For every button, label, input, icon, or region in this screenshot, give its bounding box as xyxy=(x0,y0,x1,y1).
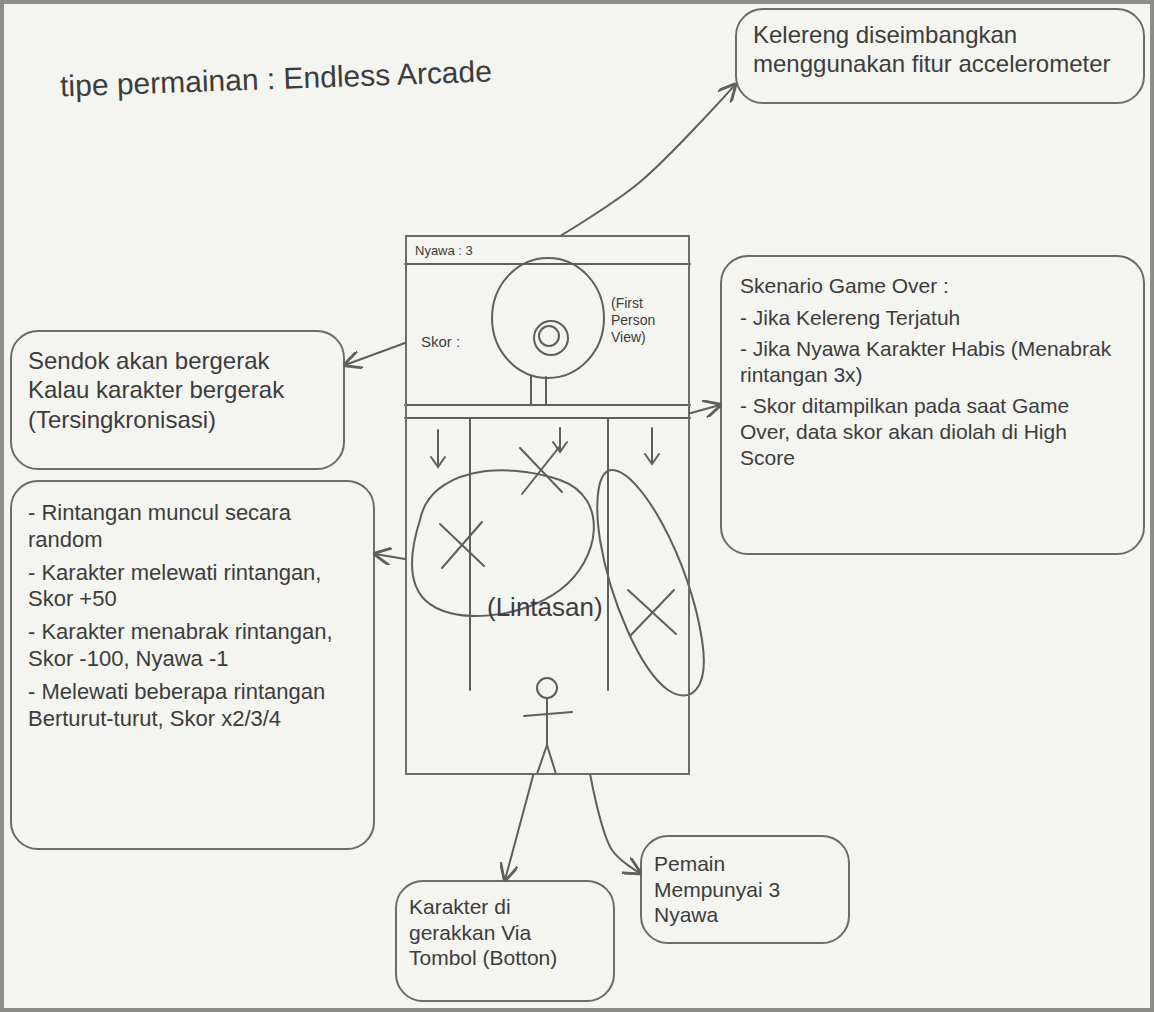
callout-text: - Rintangan muncul secara random xyxy=(28,500,357,554)
marble xyxy=(534,321,568,355)
lane-arrow xyxy=(431,430,445,467)
hud-lives: Nyawa : 3 xyxy=(415,243,535,259)
callout-arrow xyxy=(590,775,640,873)
lane-arrow xyxy=(553,428,567,452)
callout-text: Sendok akan bergerak Kalau karakter berg… xyxy=(28,346,327,434)
character-arms xyxy=(524,712,572,716)
spoon-handle xyxy=(545,377,547,405)
callout-item: - Melewati beberapa rintangan Berturut-t… xyxy=(28,679,357,733)
hud-score: Skor : xyxy=(421,333,501,351)
callout-arrow xyxy=(345,343,405,365)
track-outline xyxy=(597,470,703,696)
callout-item: - Karakter melewati rintangan, Skor +50 xyxy=(28,560,357,614)
view-note: (First Person View) xyxy=(611,295,683,346)
callout-arrow xyxy=(690,405,720,413)
callout-box: Pemain Mempunyai 3 Nyawa xyxy=(640,835,850,944)
callout-arrow xyxy=(375,554,405,559)
spoon-handle xyxy=(530,376,532,405)
character-leg xyxy=(537,745,547,774)
character-leg xyxy=(547,745,556,774)
view-divider xyxy=(405,404,690,406)
callout-item: - Jika Nyawa Karakter Habis (Menabrak ri… xyxy=(740,336,1125,387)
callout-box: Skenario Game Over : - Jika Kelereng Terj… xyxy=(720,255,1145,555)
obstacle-mark xyxy=(440,522,484,568)
obstacle-mark xyxy=(520,446,562,494)
spoon-head xyxy=(492,258,604,378)
callout-text: Kelereng diseimbangkan menggunakan fitur… xyxy=(753,20,1127,79)
callout-box: Kelereng diseimbangkan menggunakan fitur… xyxy=(735,8,1145,104)
callout-box: Karakter di gerakkan Via Tombol (Botton) xyxy=(395,880,615,1002)
diagram-title: tipe permainan : Endless Arcade xyxy=(60,54,493,103)
lane-arrow xyxy=(645,428,659,464)
callout-box: - Rintangan muncul secara random - Karakt… xyxy=(10,480,375,850)
obstacle-mark xyxy=(628,590,676,636)
callout-arrow xyxy=(562,85,735,235)
view-divider xyxy=(405,417,690,419)
callout-text: Skenario Game Over : xyxy=(740,273,1125,299)
callout-item: - Jika Kelereng Terjatuh xyxy=(740,305,1125,331)
callout-text: Pemain Mempunyai 3 Nyawa xyxy=(654,851,836,928)
lane-line xyxy=(607,418,609,690)
callout-arrow xyxy=(505,775,533,880)
character-body xyxy=(546,698,548,745)
track-label: (Lintasan) xyxy=(487,592,647,624)
callout-item: - Skor ditampilkan pada saat Game Over, … xyxy=(740,393,1125,470)
callout-box: Sendok akan bergerak Kalau karakter berg… xyxy=(10,330,345,470)
callout-text: Karakter di gerakkan Via Tombol (Botton) xyxy=(409,894,601,971)
callout-item: - Karakter menabrak rintangan, Skor -100… xyxy=(28,619,357,673)
marble-shine xyxy=(539,326,559,346)
phone-screen: Nyawa : 3 Skor : (First Person View) (Linta… xyxy=(405,235,690,775)
hud-divider xyxy=(405,263,690,265)
character-head xyxy=(537,678,557,698)
